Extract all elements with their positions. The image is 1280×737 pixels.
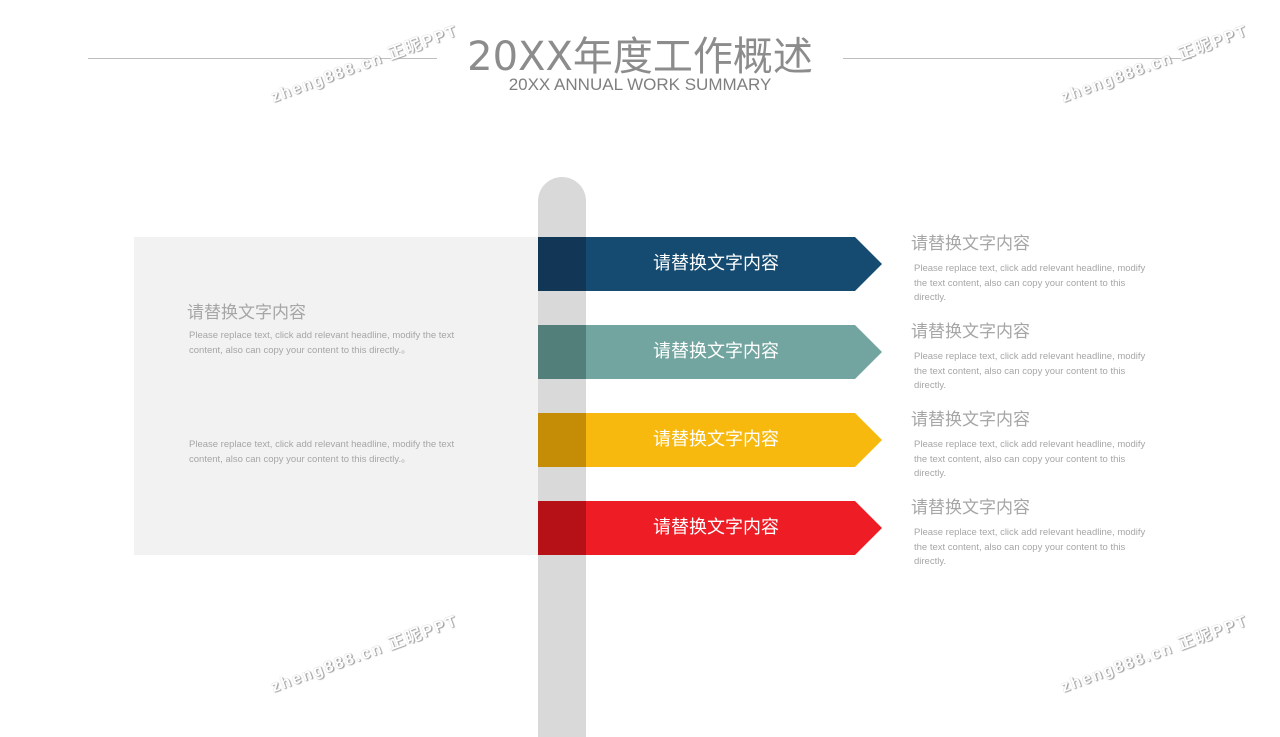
item-text: Please replace text, click add relevant … bbox=[914, 439, 1146, 479]
item-heading: 请替换文字内容 bbox=[911, 498, 1030, 518]
arrow-sign-1: 请替换文字内容 bbox=[538, 237, 882, 291]
left-text-panel bbox=[134, 237, 586, 555]
arrow-label: 请替换文字内容 bbox=[653, 341, 779, 362]
item-heading: 请替换文字内容 bbox=[911, 234, 1030, 254]
right-item-1: 请替换文字内容 Please replace text, click add re… bbox=[911, 229, 1151, 306]
arrow-sign-4: 请替换文字内容 bbox=[538, 501, 882, 555]
left-paragraph-1: Please replace text, click add relevant … bbox=[189, 330, 455, 356]
arrow-sign-3: 请替换文字内容 bbox=[538, 413, 882, 467]
arrow-shadow bbox=[538, 413, 586, 467]
page-title: 20XX年度工作概述 bbox=[467, 34, 813, 80]
right-item-2: 请替换文字内容 Please replace text, click add re… bbox=[911, 317, 1151, 394]
left-heading: 请替换文字内容 bbox=[187, 303, 306, 323]
arrow-sign-2: 请替换文字内容 bbox=[538, 325, 882, 379]
arrow-label: 请替换文字内容 bbox=[653, 429, 779, 450]
item-text: Please replace text, click add relevant … bbox=[914, 527, 1146, 567]
watermark: zheng888.cn 正昵PPT bbox=[1058, 612, 1251, 697]
arrow-label: 请替换文字内容 bbox=[653, 253, 779, 274]
title-line-right bbox=[843, 58, 1192, 59]
right-item-4: 请替换文字内容 Please replace text, click add re… bbox=[911, 493, 1151, 570]
arrow-shadow bbox=[538, 237, 586, 291]
right-item-3: 请替换文字内容 Please replace text, click add re… bbox=[911, 405, 1151, 482]
item-heading: 请替换文字内容 bbox=[911, 410, 1030, 430]
item-heading: 请替换文字内容 bbox=[911, 322, 1030, 342]
item-text: Please replace text, click add relevant … bbox=[914, 351, 1146, 391]
arrow-shadow bbox=[538, 501, 586, 555]
title-line-left bbox=[88, 58, 437, 59]
item-text: Please replace text, click add relevant … bbox=[914, 263, 1146, 303]
arrow-label: 请替换文字内容 bbox=[653, 517, 779, 538]
page-subtitle: 20XX ANNUAL WORK SUMMARY bbox=[508, 75, 772, 94]
left-paragraph-2: Please replace text, click add relevant … bbox=[189, 439, 455, 465]
arrow-shadow bbox=[538, 325, 586, 379]
watermark: zheng888.cn 正昵PPT bbox=[268, 612, 461, 697]
